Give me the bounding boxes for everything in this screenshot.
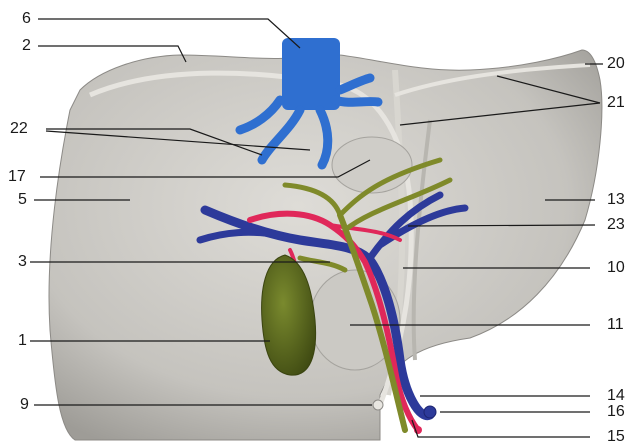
label-21: 21 (607, 94, 625, 112)
label-6: 6 (22, 10, 31, 28)
label-9: 9 (20, 396, 29, 414)
label-1: 1 (18, 332, 27, 350)
label-2: 2 (22, 37, 31, 55)
label-13: 13 (607, 191, 625, 209)
ligament-end (373, 400, 383, 410)
caudate-lobe (332, 137, 412, 193)
label-3: 3 (18, 253, 27, 271)
label-20: 20 (607, 55, 625, 73)
label-15: 15 (607, 428, 625, 446)
label-17: 17 (8, 168, 26, 186)
label-10: 10 (607, 259, 625, 277)
label-22: 22 (10, 120, 28, 138)
label-11: 11 (607, 316, 624, 334)
label-16: 16 (607, 403, 625, 421)
label-5: 5 (18, 191, 27, 209)
portal-vein-end (424, 406, 436, 418)
label-23: 23 (607, 216, 625, 234)
